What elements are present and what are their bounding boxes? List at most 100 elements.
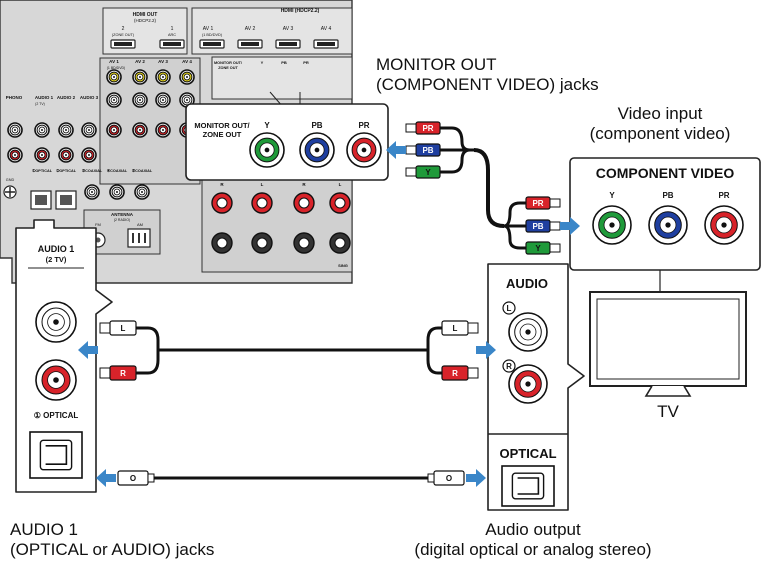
arrow-to-monitor-out xyxy=(386,141,406,159)
component-plug-y-label: Y xyxy=(425,168,431,177)
right-channel-marker xyxy=(502,359,516,373)
audio1-sub-label: (2 TV) xyxy=(35,102,45,106)
monitor-out-label-line2: (COMPONENT VIDEO) jacks xyxy=(376,75,599,95)
optical-coax-label: ④COAXIAL xyxy=(107,168,128,173)
panel-audio-jack-l-pin xyxy=(162,99,164,101)
component-plug-pb-label: PB xyxy=(422,146,433,155)
speaker-terminal-red-center xyxy=(256,197,268,209)
panel-audio-jack-l-pin xyxy=(113,99,115,101)
tv-audio-jacks xyxy=(501,312,555,507)
audio1-label-line2: (OPTICAL or AUDIO) jacks xyxy=(10,540,215,560)
hdmi-out-port xyxy=(110,39,136,49)
plug-collar xyxy=(427,473,435,483)
antenna-label: ANTENNA xyxy=(111,212,134,217)
panel-audio-jack-r-pin xyxy=(41,154,43,156)
tv-audio-title: AUDIO xyxy=(506,276,548,291)
hdmi-in-port xyxy=(275,39,301,49)
plug-collar xyxy=(147,473,155,483)
hdmi-small-label: (1 BD/DVD) xyxy=(202,33,223,37)
hdmi-port-label: AV 3 xyxy=(283,26,294,32)
av-label: AV 1 xyxy=(109,59,119,64)
sing-label: SING xyxy=(338,263,348,268)
panel-audio-jack-l-pin xyxy=(65,129,67,131)
stereo-plug-l xyxy=(109,320,137,336)
plug-tip xyxy=(99,367,111,379)
av-label: AV 4 xyxy=(182,59,192,64)
panel-audio-jack-l-pin xyxy=(186,99,188,101)
panel-coax-jack-pin xyxy=(91,191,93,193)
tv-audio-right-jack-pin xyxy=(525,381,531,387)
hdmi-port-label: 2 xyxy=(122,26,125,32)
tv-set xyxy=(589,291,747,397)
video-input-label-line1: Video input xyxy=(617,104,703,123)
panel-audio-jack-l-pin xyxy=(14,129,16,131)
hdmi-in-port xyxy=(237,39,263,49)
optical-coax-label: ①OPTICAL xyxy=(32,168,53,173)
tv-pb-jack-pin xyxy=(665,222,671,228)
panel-video-jack-pin xyxy=(113,76,115,78)
video-input-label: Video input (component video) xyxy=(585,104,735,144)
panel-audio-jack-r-pin xyxy=(113,129,115,131)
tv-component-jacks xyxy=(592,205,744,245)
plug-tip xyxy=(99,322,111,334)
tv-label: TV xyxy=(657,402,679,421)
arrow-to-tv-component xyxy=(560,217,580,235)
antenna-sub-label: (2 RADIO) xyxy=(114,218,130,222)
plug-tip xyxy=(405,167,417,177)
panel-audio-jack-r-pin xyxy=(162,129,164,131)
component-plug-pr-label: PR xyxy=(422,124,433,133)
panel-audio-jack-r-pin xyxy=(65,154,67,156)
am-antenna-terminal-slots xyxy=(132,233,146,243)
comp-small-label: PR xyxy=(303,60,309,65)
component-plug-pb-tv-label: PB xyxy=(532,222,543,231)
video-input-label-line2: (component video) xyxy=(589,124,731,144)
stereo-plug-r-tv-label: R xyxy=(452,369,458,378)
audio-label: AUDIO 3 xyxy=(80,95,99,100)
av1-sub-label: (1 BD/DVD) xyxy=(107,66,125,70)
component-plug-pr-tv-label: PR xyxy=(532,199,543,208)
optical-socket xyxy=(35,195,47,205)
plug-tip xyxy=(467,367,479,379)
arrow-to-tv-audio xyxy=(476,341,496,359)
audio-output-label-line2: (digital optical or analog stereo) xyxy=(414,540,652,560)
tv-audio-left-jack-pin xyxy=(525,329,531,335)
hdmi-small-label: (ZONE OUT) xyxy=(112,33,135,37)
optical-coax-label: ③COAXIAL xyxy=(82,168,103,173)
audio1-label: AUDIO 1 (OPTICAL or AUDIO) jacks xyxy=(10,520,214,560)
audio1-callout-title: AUDIO 1 xyxy=(38,244,75,254)
speaker-terminal-black-center xyxy=(298,237,310,249)
plug-tip xyxy=(405,123,417,133)
monitor-out-label-line1: MONITOR OUT xyxy=(376,55,497,74)
audio-label: AUDIO 1 xyxy=(35,95,54,100)
monitor-out-label: MONITOR OUT (COMPONENT VIDEO) jacks xyxy=(376,55,599,95)
speaker-terminal-black-center xyxy=(256,237,268,249)
hdmi-in-port xyxy=(313,39,339,49)
optical-coax-label: ②OPTICAL xyxy=(56,168,77,173)
stereo-wire-left xyxy=(134,326,444,352)
hdmi-port-label: 1 xyxy=(171,26,174,32)
hdmi-label: HDMI (HDCP2.2) xyxy=(281,8,320,14)
hdmi-port-label: AV 1 xyxy=(203,26,214,32)
panel-coax-jack-pin xyxy=(116,191,118,193)
component-wire-y-tv xyxy=(503,224,528,250)
panel-video-jack-pin xyxy=(186,76,188,78)
stereo-plug-l-label: L xyxy=(121,324,126,333)
hdmi-small-label: ARC xyxy=(168,33,176,37)
left-channel-marker xyxy=(502,301,516,315)
panel-audio-jack-r-pin xyxy=(88,154,90,156)
optical-plug-tv-label: O xyxy=(446,474,452,483)
component-wire-pr-tv xyxy=(503,201,528,228)
monitor-out-callout: MONITOR OUT/ ZONE OUT Y PB PR xyxy=(185,91,389,181)
fm-label: FM xyxy=(95,222,101,227)
plug-tip xyxy=(467,322,479,334)
monitor-out-callout-box xyxy=(185,103,389,181)
hdmi-in-port xyxy=(199,39,225,49)
speaker-terminal-red-center xyxy=(298,197,310,209)
panel-audio-jack-r-pin xyxy=(139,129,141,131)
optical-plug-label: O xyxy=(130,474,136,483)
arrow-to-audio1 xyxy=(78,341,98,359)
stereo-plug-r xyxy=(109,365,137,381)
av-label: AV 3 xyxy=(158,59,168,64)
